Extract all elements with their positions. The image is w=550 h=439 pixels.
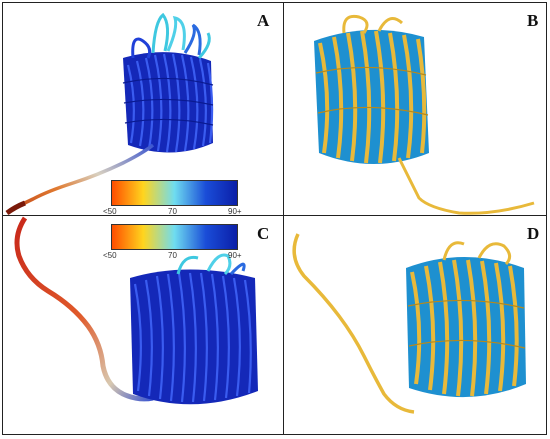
panel-a-tick-low: <50 [103, 207, 117, 216]
disordered-tail [14, 216, 154, 402]
panel-a-tick-high: 90+ [228, 207, 242, 216]
panel-d-label: D [527, 224, 540, 243]
figure-frame [2, 2, 547, 435]
tail-gold [292, 233, 415, 414]
divider-horizontal [2, 215, 547, 216]
panel-a-tick-mid: 70 [168, 207, 177, 216]
panel-d: D [284, 216, 546, 435]
panel-b-label: B [527, 11, 539, 30]
panel-c-structure [14, 216, 258, 405]
panel-c-label: C [257, 224, 270, 243]
panel-a-colorbar [111, 180, 238, 206]
barrel-blue [314, 29, 429, 165]
barrel-body [123, 52, 213, 153]
panel-c-tick-low: <50 [103, 251, 117, 260]
barrel-gold [318, 30, 427, 164]
panel-b: B [284, 3, 546, 215]
barrel-gold [410, 259, 519, 397]
panel-c-tick-mid: 70 [168, 251, 177, 260]
panel-c-colorbar [111, 224, 238, 250]
loops [131, 12, 211, 60]
panel-a-label: A [257, 11, 270, 30]
panel-a: A <50 70 90+ [3, 3, 283, 216]
tail-gold [397, 157, 535, 215]
panel-d-structure [292, 233, 526, 414]
panel-b-structure [314, 14, 535, 215]
barrel-blue [406, 257, 526, 398]
divider-vertical [283, 2, 284, 435]
panel-c-tick-high: 90+ [228, 251, 242, 260]
beta-strands [126, 53, 214, 153]
panel-a-structure [5, 12, 214, 215]
panel-c: <50 70 90+ C [3, 216, 283, 435]
